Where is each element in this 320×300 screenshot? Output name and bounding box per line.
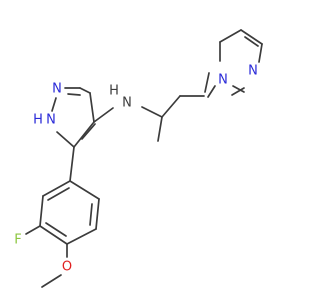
bond xyxy=(45,222,67,237)
bond xyxy=(56,131,75,148)
bond xyxy=(207,85,216,98)
bond xyxy=(69,146,75,182)
bond xyxy=(232,85,245,93)
bond xyxy=(141,106,163,118)
bond xyxy=(89,203,93,226)
atom-n-pyrazole-left-n2: N xyxy=(52,82,62,97)
atom-fluorine: F xyxy=(14,233,21,248)
bond xyxy=(42,180,71,197)
bond xyxy=(157,116,163,142)
benzene-ring xyxy=(39,146,100,245)
bond xyxy=(25,225,41,235)
bond xyxy=(51,97,57,112)
bond xyxy=(41,274,62,288)
bond xyxy=(240,29,263,45)
bond xyxy=(95,198,100,230)
bond xyxy=(73,121,95,148)
bond xyxy=(93,107,114,123)
molecule-structure: N N N H N N H F O xyxy=(14,29,263,288)
pyrazole-ring-right xyxy=(204,29,263,98)
bond xyxy=(89,92,95,123)
bond xyxy=(81,123,96,140)
bond xyxy=(258,43,263,63)
bond xyxy=(39,225,68,245)
bond xyxy=(66,228,97,245)
bond xyxy=(79,87,91,94)
pyrazole-ring-left xyxy=(51,87,96,148)
atom-n-pyrazole-left-n1: N xyxy=(46,113,56,128)
bond xyxy=(219,29,242,43)
bond xyxy=(231,87,245,96)
bond xyxy=(204,72,210,93)
bond xyxy=(67,93,81,96)
bond xyxy=(244,36,259,47)
atom-n-amine: N xyxy=(122,96,132,111)
atom-n-pyrazole-right-n2: N xyxy=(248,64,258,79)
bond xyxy=(39,195,44,227)
butyl-chain xyxy=(93,95,205,142)
molecule-canvas: N N N H N N H F O xyxy=(14,29,263,288)
atom-n-pyrazole-right-n1: N xyxy=(218,73,228,88)
atom-oxygen: O xyxy=(62,260,72,275)
bond xyxy=(47,187,70,201)
bond xyxy=(69,180,100,200)
atom-h-amine: H xyxy=(109,84,119,99)
bond xyxy=(161,95,181,118)
substituents xyxy=(25,225,68,288)
atom-h-pyrazole-left: H xyxy=(33,113,43,128)
